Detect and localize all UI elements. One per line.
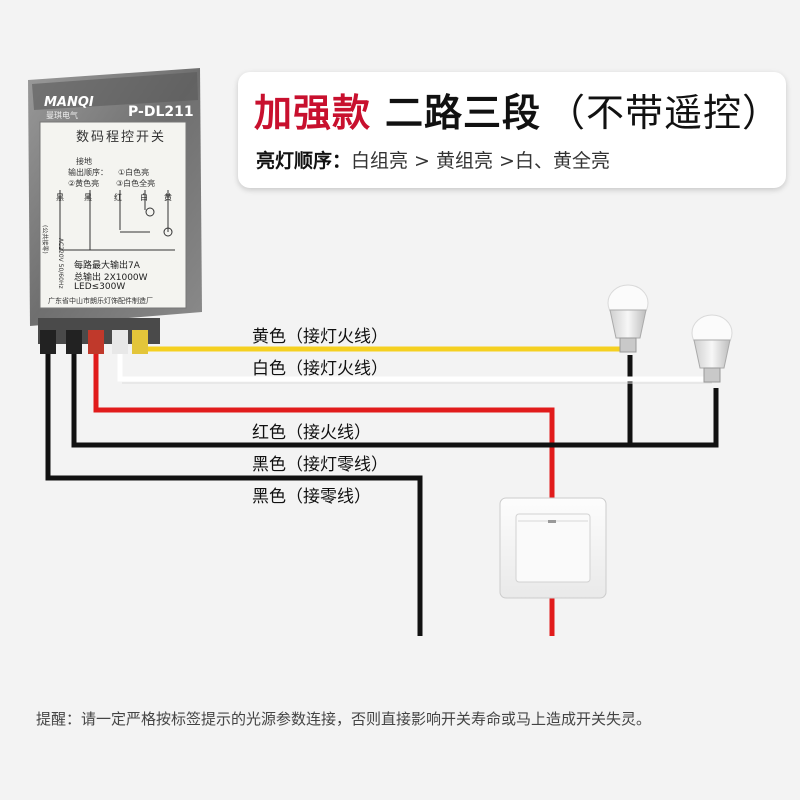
device-spec-1: 每路最大输出7A — [74, 261, 140, 271]
device-spec-2: 总输出 2X1000W — [74, 273, 148, 283]
bulb-white-group — [691, 314, 733, 383]
device-name: 数码程控开关 — [76, 130, 167, 145]
device-brand-cn: 曼琪电气 — [46, 111, 78, 120]
device-model: P-DL211 — [128, 104, 194, 120]
device-terminal-4: 白 — [140, 193, 148, 202]
wall-switch — [499, 497, 607, 599]
controller-device — [28, 68, 202, 354]
label-black-neutral: 黑色（接零线） — [252, 487, 371, 507]
label-yellow-wire: 黄色（接灯火线） — [252, 327, 388, 347]
black-neutral-wire — [45, 330, 423, 636]
device-panel-opt1: ①白色亮 — [118, 168, 150, 177]
device-terminal-2: 黑 — [84, 193, 92, 202]
terminal-block — [38, 318, 160, 354]
title-paren: （不带遥控） — [547, 91, 782, 135]
light-order: 亮灯顺序：白组亮 > 黄组亮 >白、黄全亮 — [256, 146, 610, 173]
label-schematic — [59, 190, 175, 251]
page-title: 加强款二路三段（不带遥控） — [254, 82, 781, 137]
device-panel-opt2: ②黄色亮 — [68, 179, 100, 188]
device-terminal-1: 黑 — [56, 193, 64, 202]
bulb-yellow-group — [607, 284, 649, 353]
light-order-text: 白组亮 > 黄组亮 >白、黄全亮 — [351, 150, 610, 172]
device-panel-opt3: ③白色全亮 — [116, 179, 156, 188]
title-emphasis: 加强款 — [254, 91, 372, 135]
device-brand: MANQI — [44, 95, 94, 110]
label-white-wire: 白色（接灯火线） — [252, 359, 388, 379]
device-panel-note: 接地 — [76, 157, 92, 166]
device-maker: 广东省中山市朗乐灯饰配件制造厂 — [48, 297, 153, 305]
black-lamp-neutral-wire — [71, 330, 719, 448]
label-black-lamp-neutral: 黑色（接灯零线） — [252, 455, 388, 475]
light-order-label: 亮灯顺序： — [256, 150, 352, 172]
footer-warning: 提醒：请一定严格按标签提示的光源参数连接，否则直接影响开关寿命或马上造成开关失灵… — [36, 710, 652, 728]
device-panel-order: 输出顺序： — [68, 168, 108, 177]
title-card: 加强款二路三段（不带遥控） 亮灯顺序：白组亮 > 黄组亮 >白、黄全亮 — [238, 72, 786, 188]
device-rating: AC220V 50/60Hz — [57, 238, 64, 289]
device-label — [39, 121, 187, 309]
title-main: 二路三段 — [385, 91, 542, 135]
device-terminal-3: 红 — [114, 193, 122, 202]
device-spec-3: LED≤300W — [74, 282, 126, 292]
label-red-wire: 红色（接火线） — [252, 423, 371, 443]
device-terminal-5: 黄 — [164, 193, 172, 202]
device-neutral-tag: (公共接零) — [41, 225, 48, 254]
